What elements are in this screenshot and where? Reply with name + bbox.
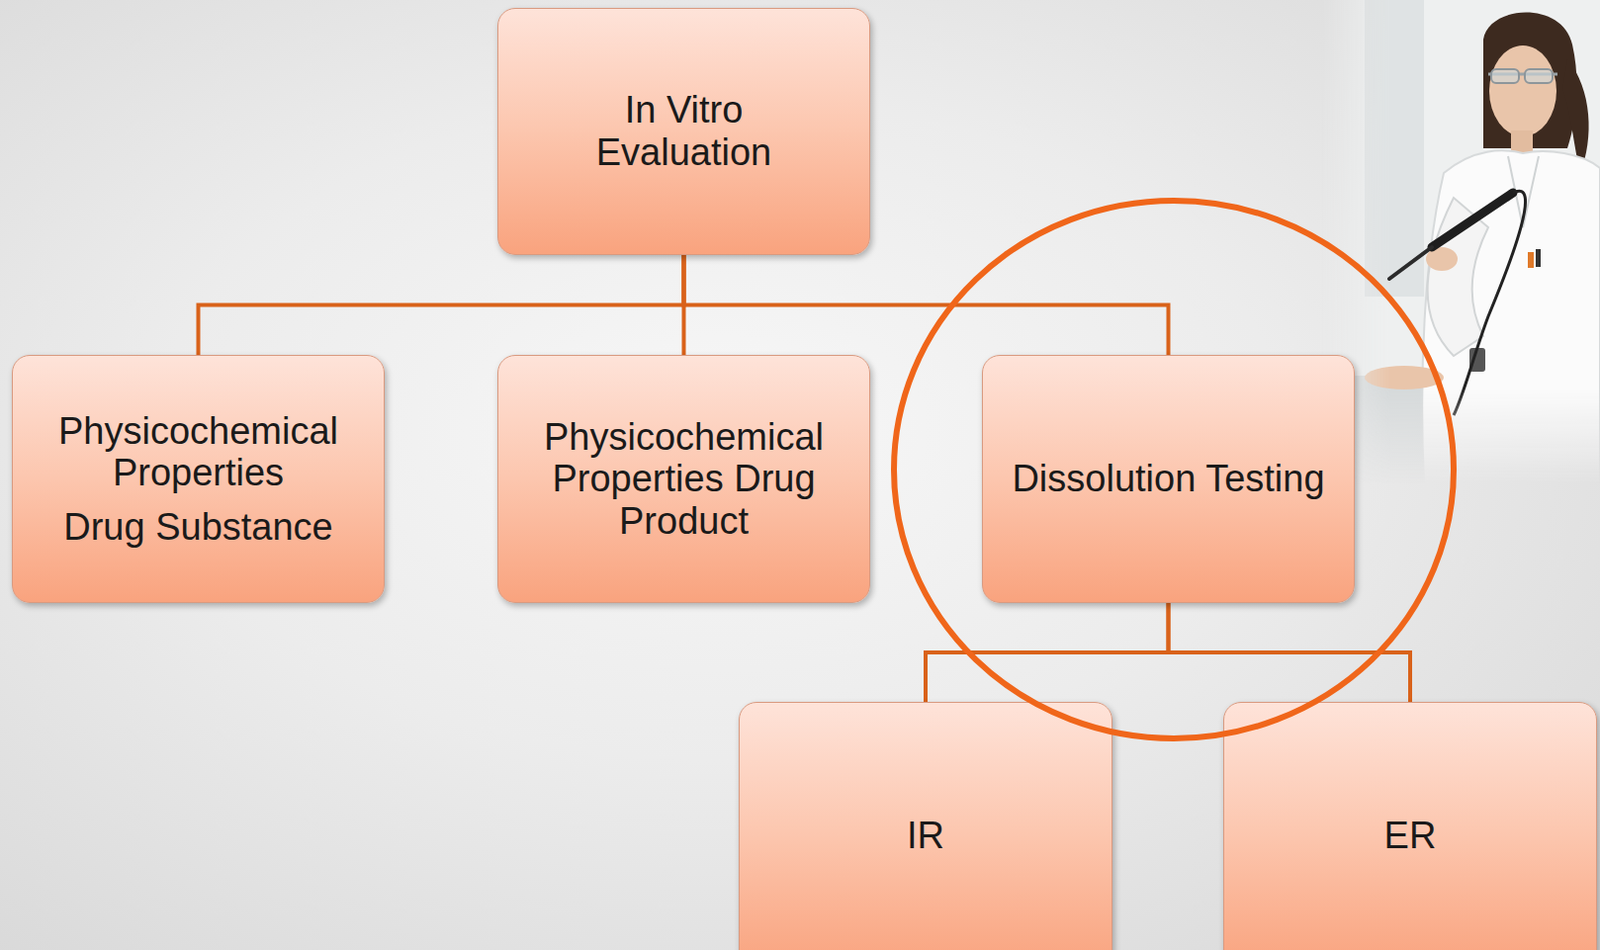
release-type-box: IR: [738, 702, 1113, 950]
node-label: Dissolution Testing: [1011, 457, 1325, 501]
node-label: IR: [906, 814, 945, 858]
tree-connector: [925, 603, 1169, 703]
tree-connector: [1168, 603, 1412, 703]
release-type-box: ER: [1223, 702, 1598, 950]
node-label: Drug Substance: [63, 506, 334, 549]
node-label: Physicochemical Properties Drug Product: [518, 416, 850, 543]
category-box: Physicochemical PropertiesDrug Substance: [11, 355, 385, 604]
tree-connector: [682, 255, 687, 356]
node-label: In Vitro Evaluation: [550, 88, 818, 174]
tree-connector: [198, 255, 685, 356]
root-box: In Vitro Evaluation: [497, 7, 871, 256]
category-box: Dissolution Testing: [981, 355, 1355, 604]
node-label: ER: [1384, 814, 1437, 858]
node-label: Physicochemical Properties: [32, 410, 364, 495]
highlight-circle: [893, 200, 1454, 739]
category-box: Physicochemical Properties Drug Product: [497, 355, 871, 604]
tree-connector: [684, 255, 1169, 356]
